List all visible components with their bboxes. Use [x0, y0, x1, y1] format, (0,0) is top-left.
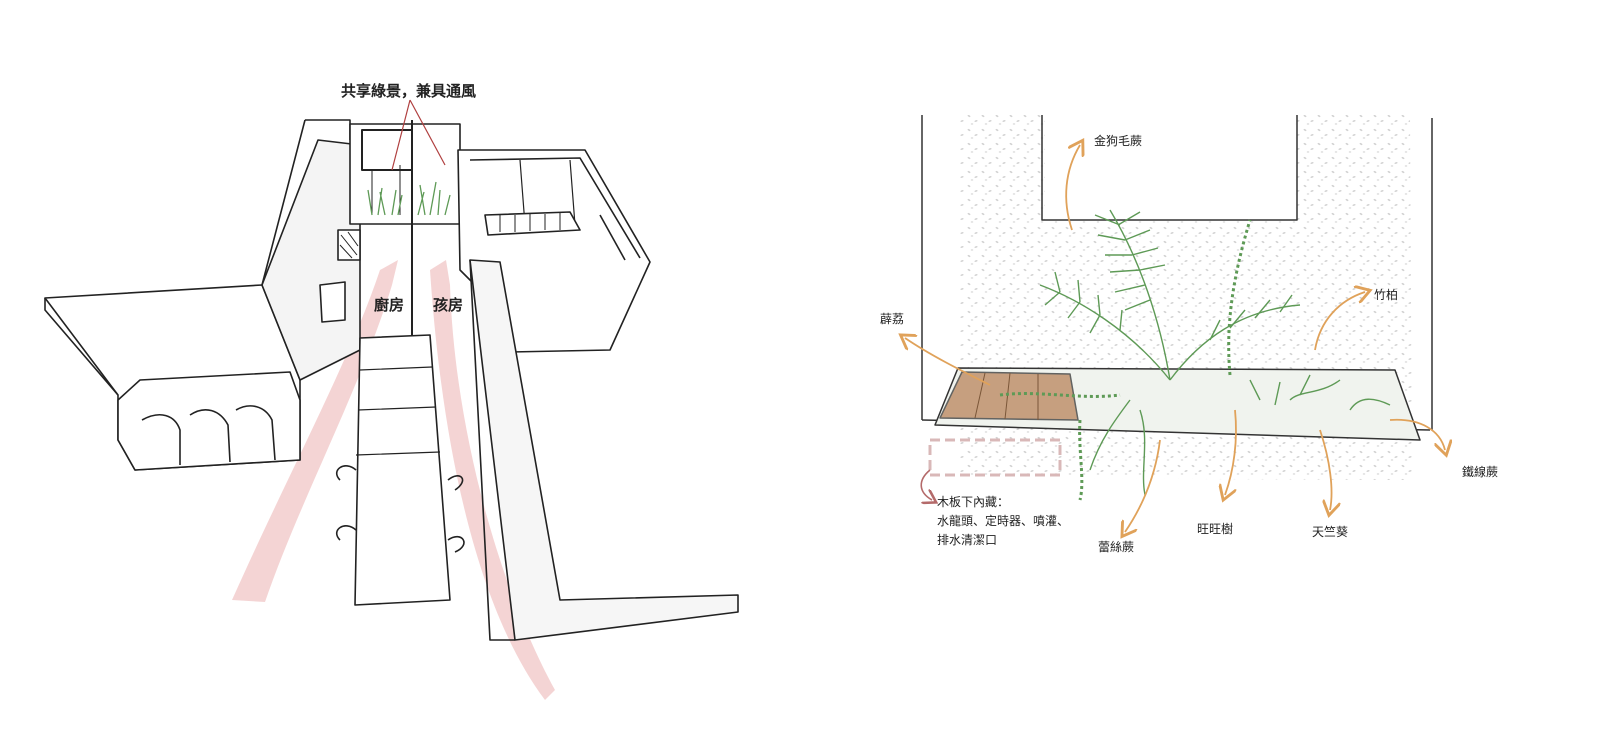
room-label-kids-room: 孩房 — [433, 296, 464, 314]
wood-deck — [939, 371, 1079, 421]
plant-label: 薜荔 — [880, 312, 905, 326]
leader-arrows — [905, 145, 1445, 532]
plant-label: 天竺葵 — [1312, 525, 1349, 539]
plant-label: 鐵線蕨 — [1462, 465, 1499, 479]
note-line: 水龍頭、定時器、噴灌、 — [937, 514, 1070, 528]
plant-label: 旺旺樹 — [1197, 522, 1234, 536]
right-planter-sketch — [905, 115, 1445, 532]
dining-table — [354, 334, 451, 606]
note-line: 排水清潔口 — [937, 533, 998, 547]
plant-label: 竹柏 — [1374, 288, 1399, 302]
kids-bed — [484, 211, 581, 236]
airflow-arrow-right — [430, 260, 555, 700]
diagram-title: 共享綠景，兼具通風 — [341, 82, 477, 100]
foliage — [999, 209, 1391, 501]
back-greenery — [367, 181, 451, 216]
room-label-kitchen: 廚房 — [374, 296, 405, 314]
title-arrow-lines — [391, 99, 446, 171]
hidden-equipment-note: 木板下內藏： 水龍頭、定時器、噴灌、 排水清潔口 — [937, 493, 1069, 550]
left-perspective-sketch — [44, 99, 739, 700]
hidden-storage-box — [928, 438, 1062, 477]
note-arrow — [920, 469, 932, 500]
note-line: 木板下內藏： — [937, 495, 1010, 509]
sofa — [117, 371, 301, 471]
plant-label: 蕾絲蕨 — [1098, 540, 1135, 554]
plant-label: 金狗毛蕨 — [1094, 134, 1143, 148]
